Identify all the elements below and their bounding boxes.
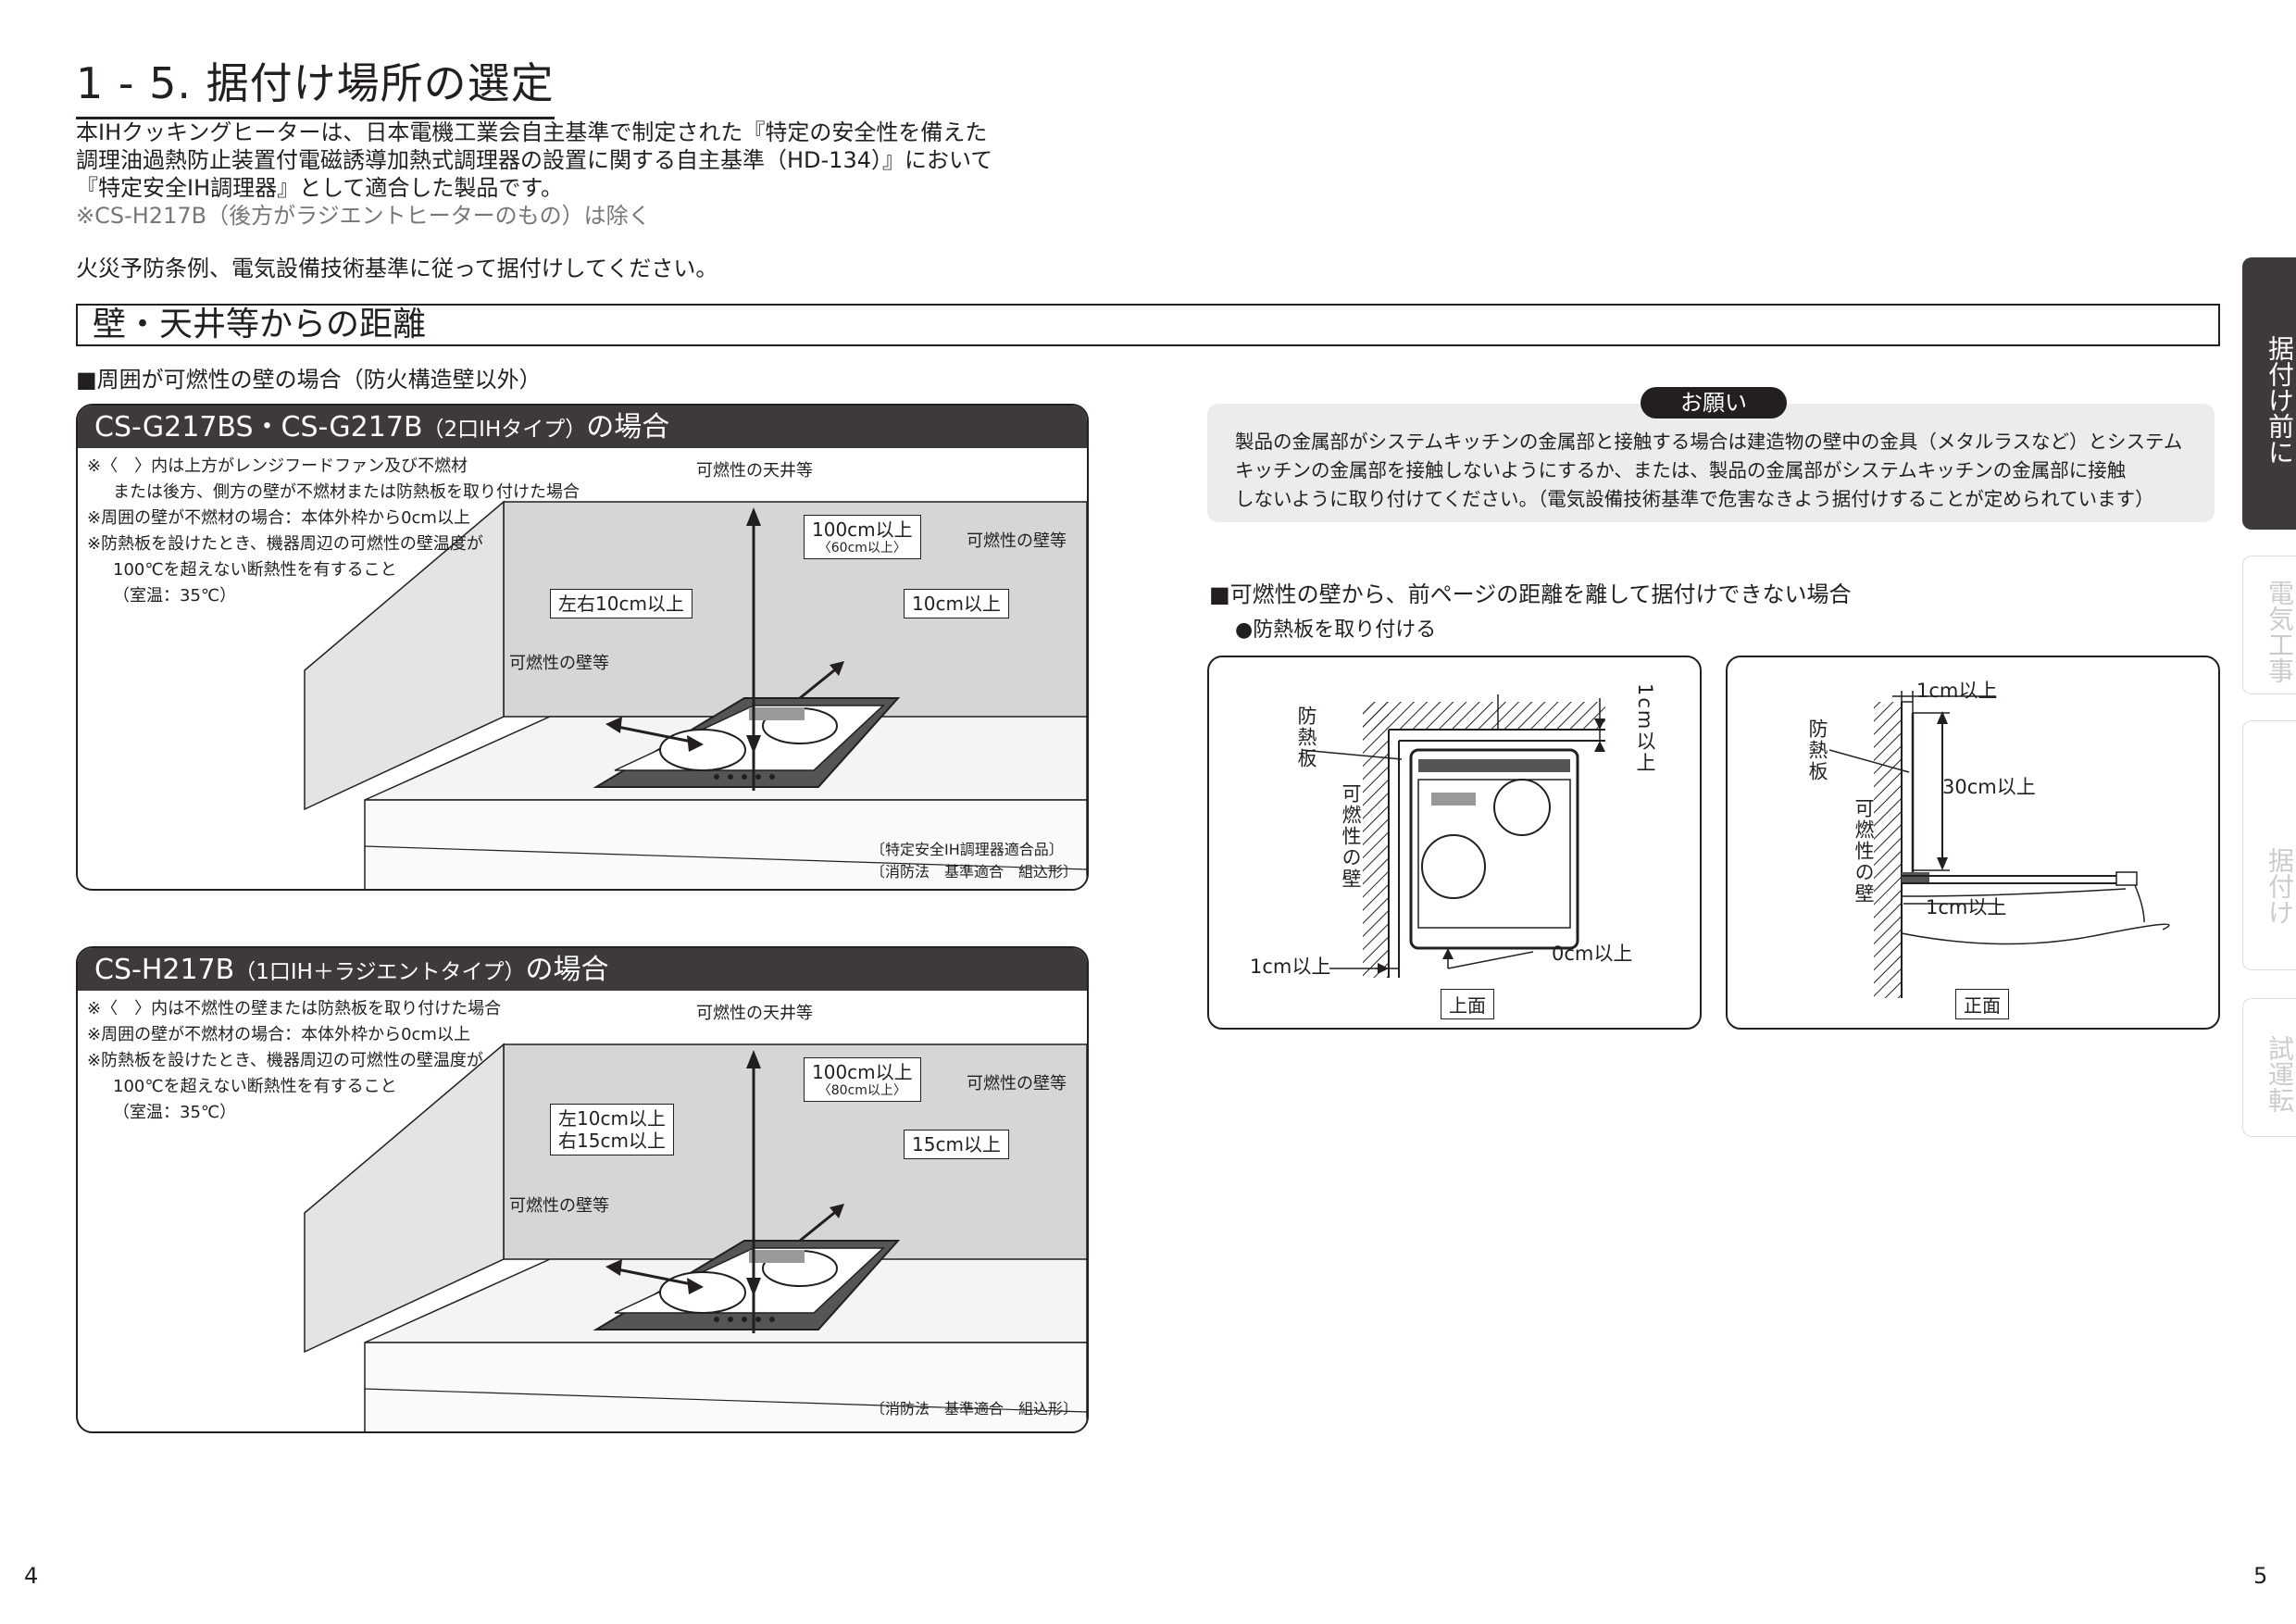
intro-line-1: 本IHクッキングヒーターは、日本電機工業会自主基準で制定された『特定の安全性を備… [76, 119, 988, 145]
panel-header-tail: の場合 [586, 411, 670, 443]
top-distance-alt: 〈80cm以上〉 [817, 1083, 906, 1098]
note-line: ※周囲の壁が不燃材の場合：本体外枠から0cm以上 [87, 1025, 470, 1044]
top-distance-label: 100cm以上 〈60cm以上〉 [804, 515, 921, 559]
note-line: ※防熱板を設けたとき、機器周辺の可燃性の壁温度が [87, 1051, 483, 1070]
diagram-top-view: 防熱板 可燃性の壁 1cm以上 1cm以上 0cm以上 上面 [1207, 656, 1702, 1030]
top-gap-label: 1cm以上 [1916, 680, 1998, 702]
top-distance: 100cm以上 [812, 1061, 913, 1083]
bullet-heat-plate: ●防熱板を取り付ける [1235, 618, 1437, 642]
back-distance-label: 15cm以上 [904, 1130, 1009, 1159]
panel-header-tail: の場合 [525, 954, 609, 986]
wall-label-right: 可燃性の壁等 [967, 531, 1067, 551]
bottom-gap-label: 1cm以上 [1926, 896, 2007, 918]
wall-label: 可燃性の壁 [1340, 783, 1362, 890]
side-distance-label: 左右10cm以上 [550, 589, 693, 618]
top-gap-label: 1cm以上 [1634, 683, 1656, 774]
tab-installation[interactable]: 据付け [2242, 720, 2296, 970]
panel-header-model: CS-H217B [94, 954, 235, 986]
intro-line-3: 『特定安全IH調理器』として適合した製品です。 [76, 175, 564, 201]
footer-line: 〔消防法 基準適合 組込形〕 [869, 1400, 1078, 1418]
note-line: 100℃を超えない断熱性を有すること [113, 1077, 397, 1096]
panel-header-type: （2口IHタイプ） [422, 418, 587, 442]
tab-electrical-work[interactable]: 電気工事 [2242, 556, 2296, 694]
heat-plate-label: 防熱板 [1806, 718, 1828, 782]
top-distance-label: 100cm以上 〈80cm以上〉 [804, 1057, 921, 1102]
panel-notes: ※〈 〉内は不燃性の壁または防熱板を取り付けた場合 ※周囲の壁が不燃材の場合：本… [87, 996, 501, 1126]
side-distance-label: 左10cm以上 右15cm以上 [550, 1104, 674, 1156]
intro-line-2: 調理油過熱防止装置付電磁誘導加熱式調理器の設置に関する自主基準（HD-134）』… [76, 147, 993, 173]
request-box: 製品の金属部がシステムキッチンの金属部と接触する場合は建造物の壁中の金具（メタル… [1207, 404, 2215, 522]
page-title: 1 - 5. 据付け場所の選定 [76, 50, 555, 119]
panel-header: CS-G217BS・CS-G217B（2口IHタイプ）の場合 [78, 406, 1087, 448]
panel-notes: ※〈 〉内は上方がレンジフードファン及び不燃材 または後方、側方の壁が不燃材また… [87, 454, 580, 609]
top-distance: 100cm以上 [812, 518, 913, 541]
panel-header: CS-H217B（1口IH＋ラジエントタイプ）の場合 [78, 948, 1087, 991]
wall-label: 可燃性の壁 [1853, 798, 1875, 905]
wall-label-left: 可燃性の壁等 [509, 654, 609, 673]
note-line: （室温：35℃） [113, 1103, 237, 1122]
front-view-drawing [1828, 691, 2170, 998]
request-line: キッチンの金属部を接触しないようにするか、または、製品の金属部がシステムキッチン… [1235, 459, 2127, 481]
height-label: 30cm以上 [1942, 776, 2036, 798]
footer-line: 〔特定安全IH調理器適合品〕 [869, 841, 1064, 858]
heat-plate-label: 防熱板 [1295, 706, 1317, 769]
tab-before-install[interactable]: 据付け前に [2242, 257, 2296, 530]
page-number-left: 4 [24, 1563, 39, 1589]
bottom-gap-label: 0cm以上 [1552, 943, 1633, 965]
wall-label-right: 可燃性の壁等 [967, 1074, 1067, 1093]
intro-text: 本IHクッキングヒーターは、日本電機工業会自主基準で制定された『特定の安全性を備… [76, 119, 992, 230]
section-title: 壁・天井等からの距離 [76, 304, 2220, 346]
note-line: 100℃を超えない断熱性を有すること [113, 560, 397, 580]
note-line: または後方、側方の壁が不燃材または防熱板を取り付けた場合 [113, 482, 580, 502]
panel-header-model: CS-G217BS・CS-G217B [94, 411, 423, 443]
caption-top-view: 上面 [1441, 989, 1494, 1019]
sub-heading-right: ■可燃性の壁から、前ページの距離を離して据付けできない場合 [1209, 581, 1852, 607]
request-badge: お願い [1641, 387, 1787, 418]
note-line: ※〈 〉内は上方がレンジフードファン及び不燃材 [87, 456, 468, 476]
note-line: （室温：35℃） [113, 586, 237, 606]
tab-test-run[interactable]: 試運転 [2242, 998, 2296, 1137]
back-distance-label: 10cm以上 [904, 589, 1009, 618]
request-line: 製品の金属部がシステムキッチンの金属部と接触する場合は建造物の壁中の金具（メタル… [1235, 431, 2183, 453]
sub-heading-left: ■周囲が可燃性の壁の場合（防火構造壁以外） [76, 367, 542, 393]
diagram-front-view: 1cm以上 防熱板 30cm以上 可燃性の壁 1cm以上 正面 [1726, 656, 2220, 1030]
panel-header-type: （1口IH＋ラジエントタイプ） [234, 960, 526, 984]
install-panel-ih-radiant: CS-H217B（1口IH＋ラジエントタイプ）の場合 ※〈 〉内は不燃性の壁また… [76, 946, 1089, 1433]
note-line: ※〈 〉内は不燃性の壁または防熱板を取り付けた場合 [87, 999, 502, 1018]
note-line: ※周囲の壁が不燃材の場合：本体外枠から0cm以上 [87, 508, 470, 528]
wall-label-left: 可燃性の壁等 [509, 1196, 609, 1216]
ceiling-label: 可燃性の天井等 [696, 461, 813, 481]
panel-footer: 〔特定安全IH調理器適合品〕 〔消防法 基準適合 組込形〕 [870, 839, 1078, 883]
top-view-drawing [1301, 694, 1605, 978]
install-panel-2ih: CS-G217BS・CS-G217B（2口IHタイプ）の場合 ※〈 〉内は上方が… [76, 404, 1089, 891]
caption-front-view: 正面 [1955, 989, 2009, 1019]
panel-footer: 〔消防法 基準適合 組込形〕 [870, 1398, 1078, 1420]
page-number-right: 5 [2253, 1563, 2268, 1589]
ceiling-label: 可燃性の天井等 [696, 1004, 813, 1023]
request-line: しないように取り付けてください。（電気設備技術基準で危害なきよう据付けすることが… [1235, 488, 2154, 510]
law-notice: 火災予防条例、電気設備技術基準に従って据付けしてください。 [76, 256, 718, 281]
left-gap-label: 1cm以上 [1250, 956, 1331, 978]
intro-note: ※CS-H217B（後方がラジエントヒーターのもの）は除く [76, 203, 651, 229]
side-distance-left: 左10cm以上 [558, 1107, 666, 1130]
footer-line: 〔消防法 基準適合 組込形〕 [869, 863, 1078, 881]
top-distance-alt: 〈60cm以上〉 [817, 541, 906, 556]
side-distance-right: 右15cm以上 [558, 1130, 666, 1152]
note-line: ※防熱板を設けたとき、機器周辺の可燃性の壁温度が [87, 534, 483, 554]
